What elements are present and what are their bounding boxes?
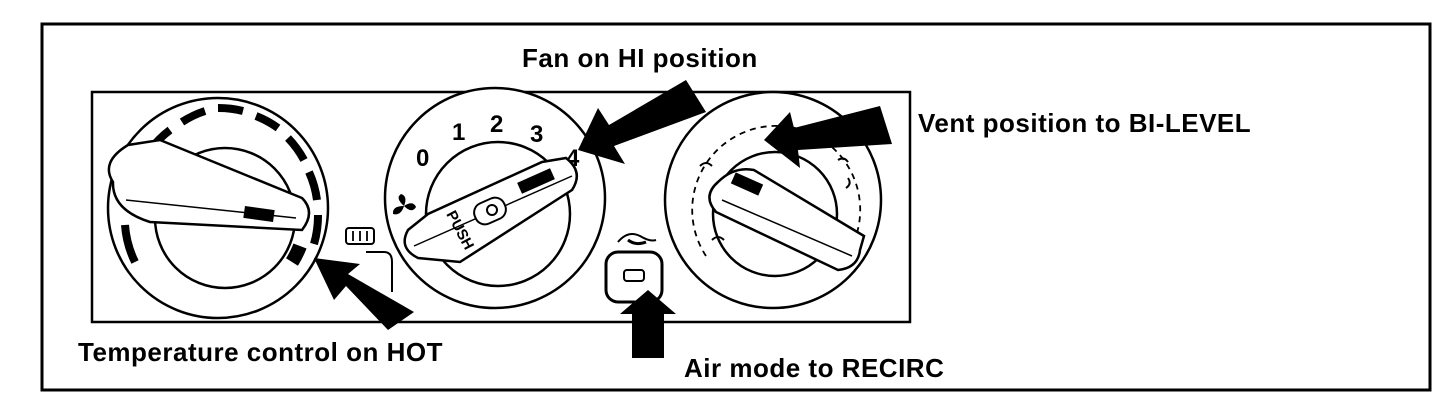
fan-speed-2: 2 — [490, 111, 503, 138]
outer-frame — [40, 22, 1432, 392]
recirc-caption: Air mode to RECIRC — [684, 353, 944, 383]
temperature-pointer — [243, 205, 275, 223]
temperature-callout-arrow — [314, 258, 414, 330]
fan-callout-arrow — [578, 80, 706, 164]
fan-speed-3: 3 — [530, 121, 543, 148]
rear-defrost-button[interactable] — [345, 227, 393, 292]
fan-pointer — [517, 168, 555, 194]
vent-pointer — [730, 172, 764, 196]
ac-button[interactable] — [471, 194, 509, 227]
temperature-caption: Temperature control on HOT — [78, 337, 443, 367]
vent-callout-arrow — [764, 106, 892, 168]
fan-speed-1: 1 — [452, 119, 465, 146]
temperature-scale-marks — [121, 103, 323, 264]
rear-defrost-icon — [352, 231, 368, 241]
vent-caption: Vent position to BI-LEVEL — [918, 108, 1251, 138]
recirc-callout-arrow — [620, 290, 676, 358]
recirculation-icon — [617, 233, 657, 246]
recirc-button[interactable] — [604, 233, 664, 304]
ac-snowflake-icon — [486, 204, 498, 216]
vent-mode-track — [691, 124, 862, 257]
fan-caption: Fan on HI position — [522, 43, 758, 73]
temperature-dial — [106, 96, 330, 320]
fan-speed-0: 0 — [416, 145, 429, 172]
fan-dial: 0 1 2 3 4 PUSH — [383, 86, 607, 310]
temperature-knob-handle — [107, 138, 311, 232]
fan-icon — [392, 194, 416, 215]
